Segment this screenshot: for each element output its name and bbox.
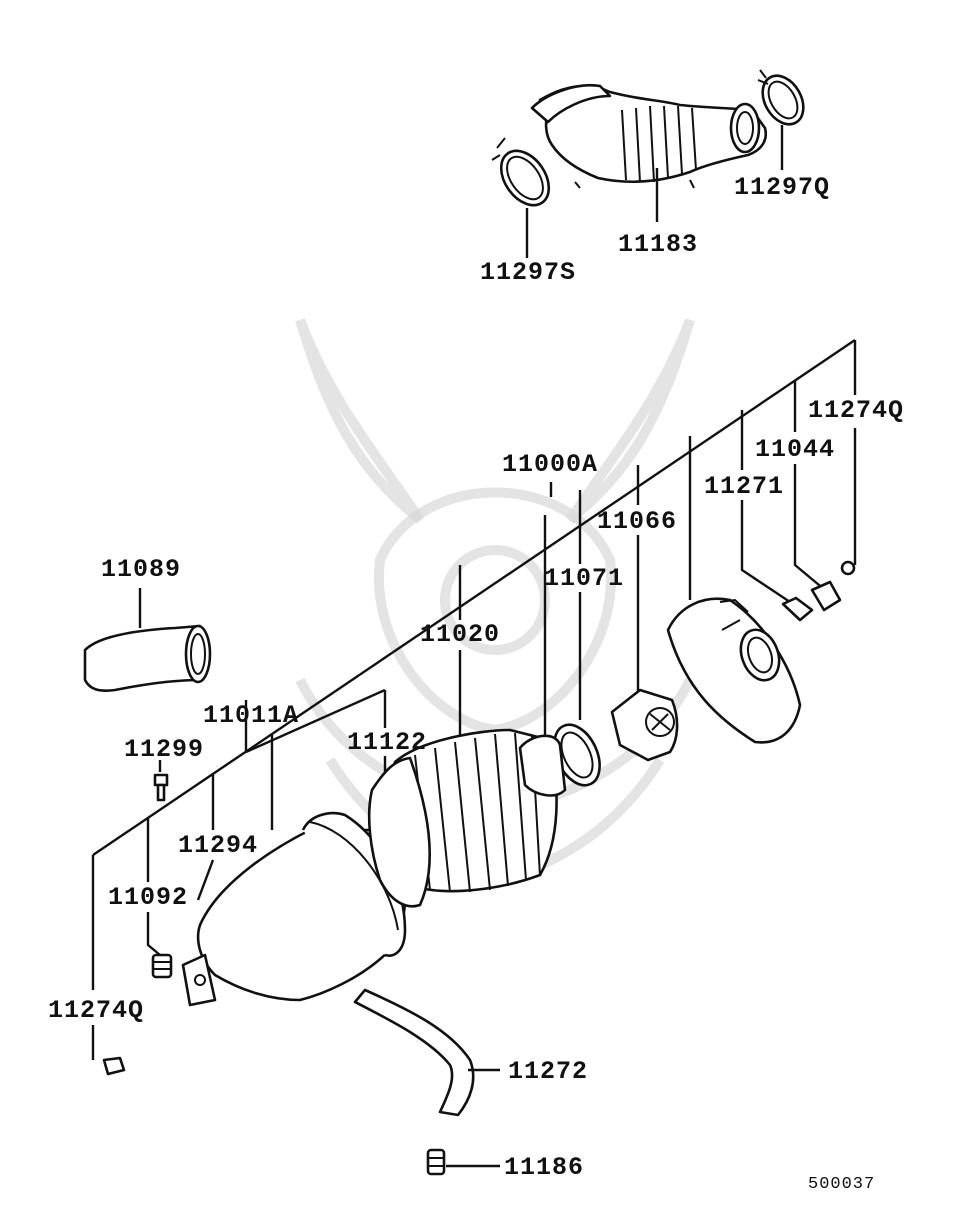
- clip-11044: [810, 580, 842, 612]
- label-11000A: 11000A: [502, 450, 599, 479]
- label-11020: 11020: [420, 620, 501, 649]
- air-cleaner-cover-11011A: [666, 597, 802, 744]
- label-11011A: 11011A: [203, 701, 300, 730]
- clip-11271: [781, 596, 814, 622]
- bolt-11186: [426, 1148, 446, 1176]
- label-11297Q-upper: 11297Q: [734, 173, 831, 202]
- label-11274Q-top: 11274Q: [808, 396, 905, 425]
- label-11271: 11271: [704, 472, 785, 501]
- hose-clamp-11297S: [491, 137, 551, 207]
- bolt-11274Q-top: [840, 560, 856, 576]
- gasket-11122: [367, 756, 431, 908]
- intake-hose-11183: [530, 83, 768, 189]
- rubber-grommet-11092: [151, 953, 173, 979]
- label-11066: 11066: [597, 507, 678, 536]
- label-11122: 11122: [347, 728, 428, 757]
- label-11186: 11186: [504, 1153, 585, 1182]
- leader-tree: [91, 339, 857, 1060]
- label-11183: 11183: [618, 230, 699, 259]
- label-11274Q-bottom: 11274Q: [48, 996, 145, 1025]
- air-intake-duct-11089: [83, 624, 212, 692]
- label-11092: 11092: [108, 883, 189, 912]
- label-11044: 11044: [755, 435, 836, 464]
- label-11272: 11272: [508, 1057, 589, 1086]
- bolt-11274Q-bottom: [102, 1056, 126, 1076]
- label-11294: 11294: [178, 831, 259, 860]
- label-11089: 11089: [101, 555, 182, 584]
- bolt-11299: [153, 773, 169, 802]
- hose-clamp-11297Q: [757, 69, 805, 126]
- label-11071: 11071: [544, 564, 625, 593]
- drain-hose-11272: [353, 988, 475, 1117]
- diagram-code: 500037: [808, 1175, 876, 1194]
- label-11299: 11299: [124, 735, 205, 764]
- resonator-11066: [610, 688, 679, 762]
- seal-ring-11071: [518, 723, 601, 797]
- label-11297S: 11297S: [480, 258, 577, 287]
